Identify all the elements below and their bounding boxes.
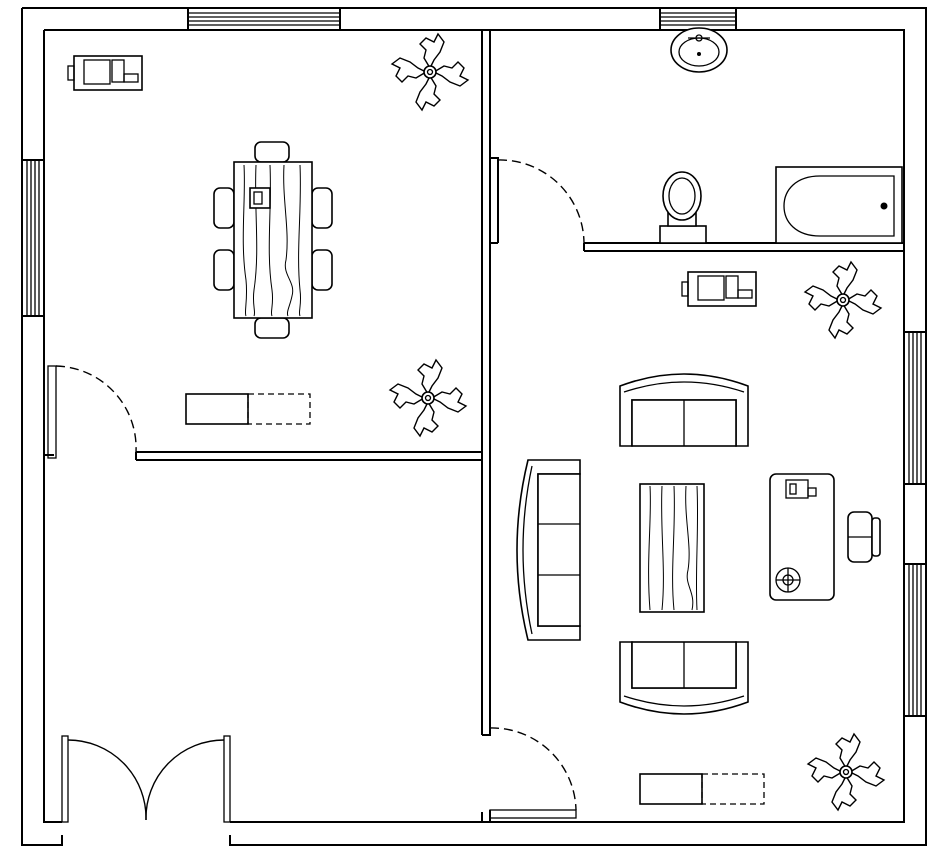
sofa-icon bbox=[619, 641, 749, 715]
plant-icon bbox=[807, 733, 885, 811]
sink-icon bbox=[670, 27, 728, 73]
window-left bbox=[21, 159, 45, 317]
window-top-right bbox=[659, 7, 737, 31]
window-top-left bbox=[187, 7, 341, 31]
coffee-table-icon bbox=[639, 483, 705, 613]
office-chair-icon bbox=[847, 511, 881, 563]
door-living bbox=[489, 727, 577, 819]
office-desk-icon bbox=[769, 473, 835, 601]
plant-icon bbox=[391, 33, 469, 111]
bathtub-icon bbox=[775, 166, 903, 244]
sofa-icon bbox=[619, 373, 749, 447]
computer-desk-icon bbox=[67, 55, 143, 91]
window-right-upper bbox=[903, 331, 927, 485]
door-entrance-double bbox=[61, 735, 231, 823]
door-bathroom bbox=[497, 159, 585, 244]
cabinet-icon bbox=[639, 773, 765, 805]
computer-desk-icon bbox=[681, 271, 757, 307]
cabinet-icon bbox=[185, 393, 311, 425]
plant-icon bbox=[389, 359, 467, 437]
walls bbox=[21, 7, 927, 846]
sofa-icon bbox=[516, 459, 581, 641]
door-dining bbox=[47, 365, 137, 459]
dining-table-icon bbox=[213, 141, 333, 339]
toilet-icon bbox=[659, 171, 707, 244]
plant-icon bbox=[804, 261, 882, 339]
window-right-lower bbox=[903, 563, 927, 717]
